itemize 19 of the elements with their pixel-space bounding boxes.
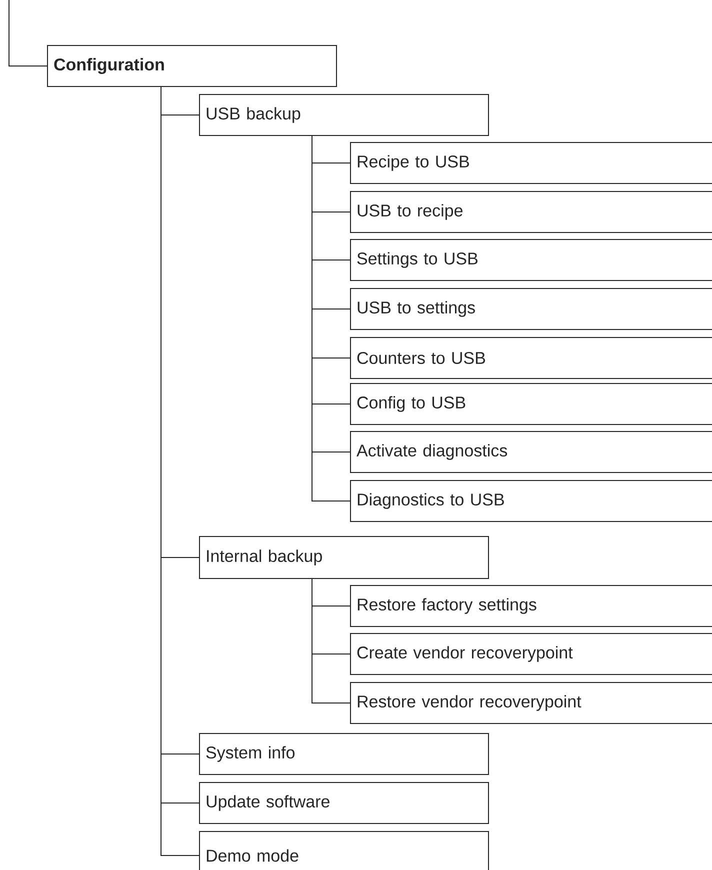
menu-box: USB backup	[199, 94, 489, 136]
menu-box: Restore factory settings	[350, 585, 712, 627]
menu-box: Activate diagnostics	[350, 431, 712, 473]
menu-box: Restore vendor recoverypoint	[350, 682, 712, 724]
connector-line	[312, 578, 350, 704]
menu-box: Demo mode	[199, 831, 489, 870]
menu-box: Internal backup	[199, 536, 489, 579]
menu-box: System info	[199, 733, 489, 775]
menu-box: USB to settings	[350, 288, 712, 330]
connector-line	[8, 0, 48, 66]
menu-box: USB to recipe	[350, 191, 712, 233]
menu-box: Diagnostics to USB	[350, 480, 712, 522]
menu-box: Counters to USB	[350, 337, 712, 379]
menu-box: Update software	[199, 782, 489, 824]
menu-box: Settings to USB	[350, 239, 712, 281]
menu-box: Config to USB	[350, 383, 712, 425]
menu-box: Recipe to USB	[350, 142, 712, 184]
menu-box: Configuration	[47, 45, 337, 87]
menu-box: Create vendor recoverypoint	[350, 633, 712, 675]
